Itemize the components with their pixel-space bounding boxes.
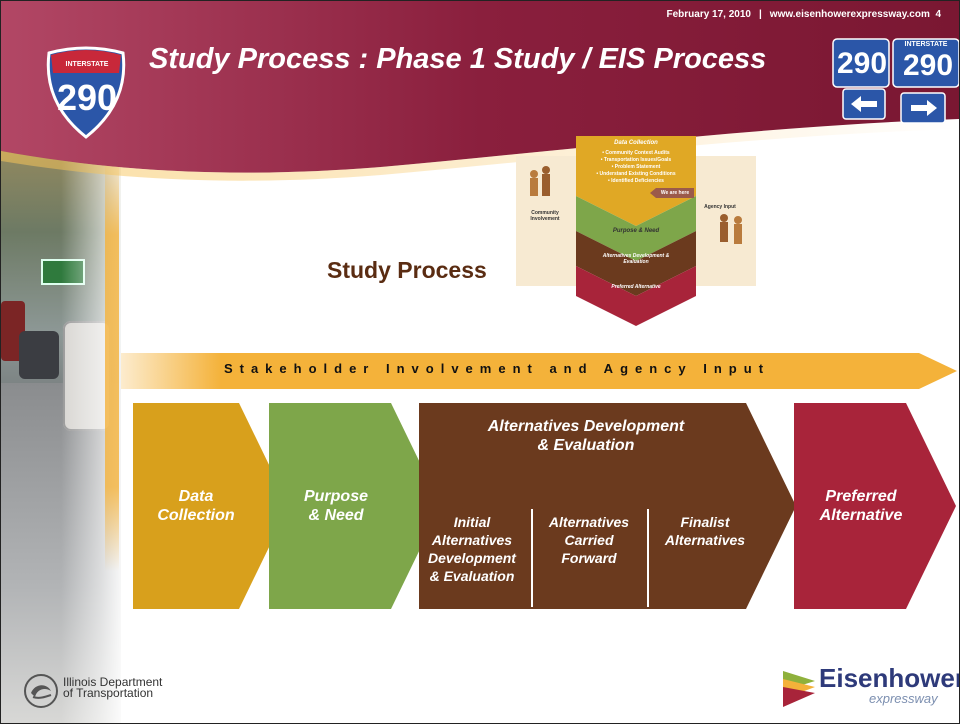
step-alternatives-heading: Alternatives Development & Evaluation — [441, 417, 731, 455]
diagram-data-collection: Data Collection — [614, 140, 658, 146]
process-chevrons — [133, 403, 956, 609]
step-line: & Need — [308, 507, 364, 524]
diagram-preferred: Preferred Alternative — [611, 284, 661, 290]
substep-line: Alternatives — [548, 514, 630, 530]
step-data-collection: Data Collection — [141, 487, 251, 525]
step-preferred-alternative: Preferred Alternative — [801, 487, 921, 525]
step-line: Preferred — [825, 488, 897, 505]
idot-line: of Transportation — [63, 686, 154, 700]
substep-line: Alternatives — [431, 532, 513, 548]
diagram-bullet: • Community Context Audits — [602, 150, 670, 156]
step-line: Purpose — [303, 488, 368, 505]
diagram-bullet: • Understand Existing Conditions — [596, 171, 676, 177]
header-separator: | — [758, 9, 762, 20]
sign-top-label: INTERSTATE — [904, 41, 948, 48]
eisenhower-logo-word: Eisenhower — [819, 663, 960, 693]
stakeholder-label: Stakeholder Involvement and Agency Input — [223, 361, 771, 376]
gold-accent-bar — [105, 151, 119, 571]
substep-alternatives-carried-forward: Alternatives Carried Forward — [537, 513, 641, 567]
diagram-bullet: • Identified Deficiencies — [608, 178, 664, 184]
diagram-community: Community Involvement — [530, 210, 560, 222]
shield-number: 290 — [56, 77, 118, 118]
alternatives-divider — [647, 509, 649, 607]
substep-initial-alternatives: Initial Alternatives Development & Evalu… — [421, 513, 523, 585]
diagram-graphic — [516, 136, 756, 326]
substep-line: Initial — [453, 514, 491, 530]
substep-finalist-alternatives: Finalist Alternatives — [653, 513, 757, 549]
step-line: Collection — [157, 507, 235, 524]
diagram-purpose-need: Purpose & Need — [612, 228, 660, 234]
substep-line: Finalist — [680, 514, 730, 530]
alternatives-divider — [531, 509, 533, 607]
study-process-diagram: Data Collection • Community Context Audi… — [516, 136, 756, 336]
sign-number: 290 — [836, 47, 888, 80]
step-line: Alternative — [819, 507, 903, 524]
step-line: Data — [178, 488, 214, 505]
interstate-shield-icon — [46, 46, 126, 139]
car-image — [19, 331, 59, 379]
shield-top-label: INTERSTATE — [65, 61, 109, 68]
substep-line: Development — [428, 550, 516, 566]
diagram-we-are-here: We are here — [660, 190, 690, 196]
step-purpose-need: Purpose & Need — [281, 487, 391, 525]
stakeholder-arrow — [121, 353, 957, 389]
substep-line: Carried — [564, 532, 614, 548]
header-url[interactable]: www.eisenhowerexpressway.com — [769, 9, 930, 20]
header-meta: February 17, 2010 | www.eisenhowerexpressw… — [666, 9, 941, 20]
page-title: Study Process : Phase 1 Study / EIS Proc… — [149, 43, 767, 75]
header-date: February 17, 2010 — [666, 9, 751, 20]
idot-line: Illinois Department — [63, 675, 163, 689]
sign-number: 290 — [902, 49, 954, 82]
idot-name: Illinois Department of Transportation — [63, 675, 163, 700]
substep-line: Forward — [561, 550, 617, 566]
idot-logo-icon — [24, 674, 58, 708]
diagram-bullet: • Transportation Issues/Goals — [600, 157, 672, 163]
step-line: Alternatives Development — [487, 418, 685, 435]
page-number: 4 — [935, 9, 941, 20]
substep-line: & Evaluation — [429, 568, 515, 584]
diagram-alternatives: Alternatives Development & Evaluation — [602, 253, 670, 265]
eisenhower-logo-sub: expressway — [869, 691, 938, 706]
step-line: & Evaluation — [537, 437, 635, 454]
diagram-agency: Agency Input — [704, 204, 736, 210]
study-process-title: Study Process — [327, 257, 487, 283]
substep-line: Alternatives — [664, 532, 746, 548]
diagram-bullet: • Problem Statement — [611, 164, 661, 170]
eisenhower-logo-icon — [783, 671, 815, 707]
header-band — [1, 1, 959, 181]
